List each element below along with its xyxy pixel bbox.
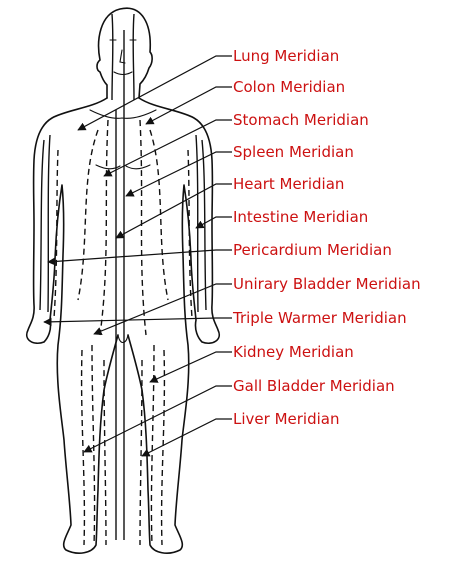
pointer-lines xyxy=(44,56,232,456)
face-features xyxy=(110,40,136,75)
pointer-colon xyxy=(146,87,232,124)
label-pericardium: Pericardium Meridian xyxy=(233,241,392,259)
label-gall-bladder: Gall Bladder Meridian xyxy=(233,377,395,395)
label-intestine: Intestine Meridian xyxy=(233,208,368,226)
pointer-kidney xyxy=(150,352,232,382)
label-colon: Colon Meridian xyxy=(233,78,345,96)
meridian-labels: Lung Meridian Colon Meridian Stomach Mer… xyxy=(232,47,421,428)
label-stomach: Stomach Meridian xyxy=(233,111,369,129)
label-heart: Heart Meridian xyxy=(233,175,344,193)
crotch-outline xyxy=(118,335,128,343)
label-spleen: Spleen Meridian xyxy=(233,143,354,161)
body-figure xyxy=(27,8,219,553)
pointer-triple-warmer xyxy=(44,318,232,322)
label-liver: Liver Meridian xyxy=(233,410,339,428)
pointer-liver xyxy=(142,419,232,456)
label-kidney: Kidney Meridian xyxy=(233,343,354,361)
pointer-intestine xyxy=(196,217,232,228)
label-unirary-bladder: Unirary Bladder Meridian xyxy=(233,275,421,293)
pointer-gall-bladder xyxy=(84,386,232,452)
right-side-outline xyxy=(128,98,219,553)
label-triple-warmer: Triple Warmer Meridian xyxy=(232,309,407,327)
label-lung: Lung Meridian xyxy=(233,47,339,65)
left-side-outline xyxy=(27,98,118,553)
